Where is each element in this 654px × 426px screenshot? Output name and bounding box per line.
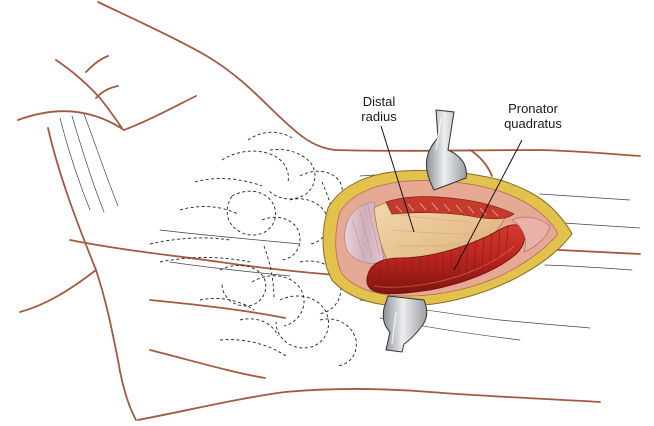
label-distal-radius: Distal radius (348, 94, 410, 124)
surgical-incision (322, 169, 573, 307)
label-pronator-quadratus: Pronator quadratus (493, 101, 573, 131)
leader-line-pronator-quadratus (453, 139, 523, 271)
leader-lines (380, 125, 523, 271)
label-distal-radius-line2: radius (361, 109, 397, 124)
leader-line-distal-radius (380, 125, 415, 233)
retractor-bottom (382, 295, 428, 353)
retractor-top (425, 109, 467, 191)
label-distal-radius-line1: Distal (362, 94, 396, 109)
hand-outline (17, 1, 641, 421)
label-pronator-quadratus-line1: Pronator (508, 101, 558, 116)
label-pronator-quadratus-line2: quadratus (504, 116, 562, 131)
